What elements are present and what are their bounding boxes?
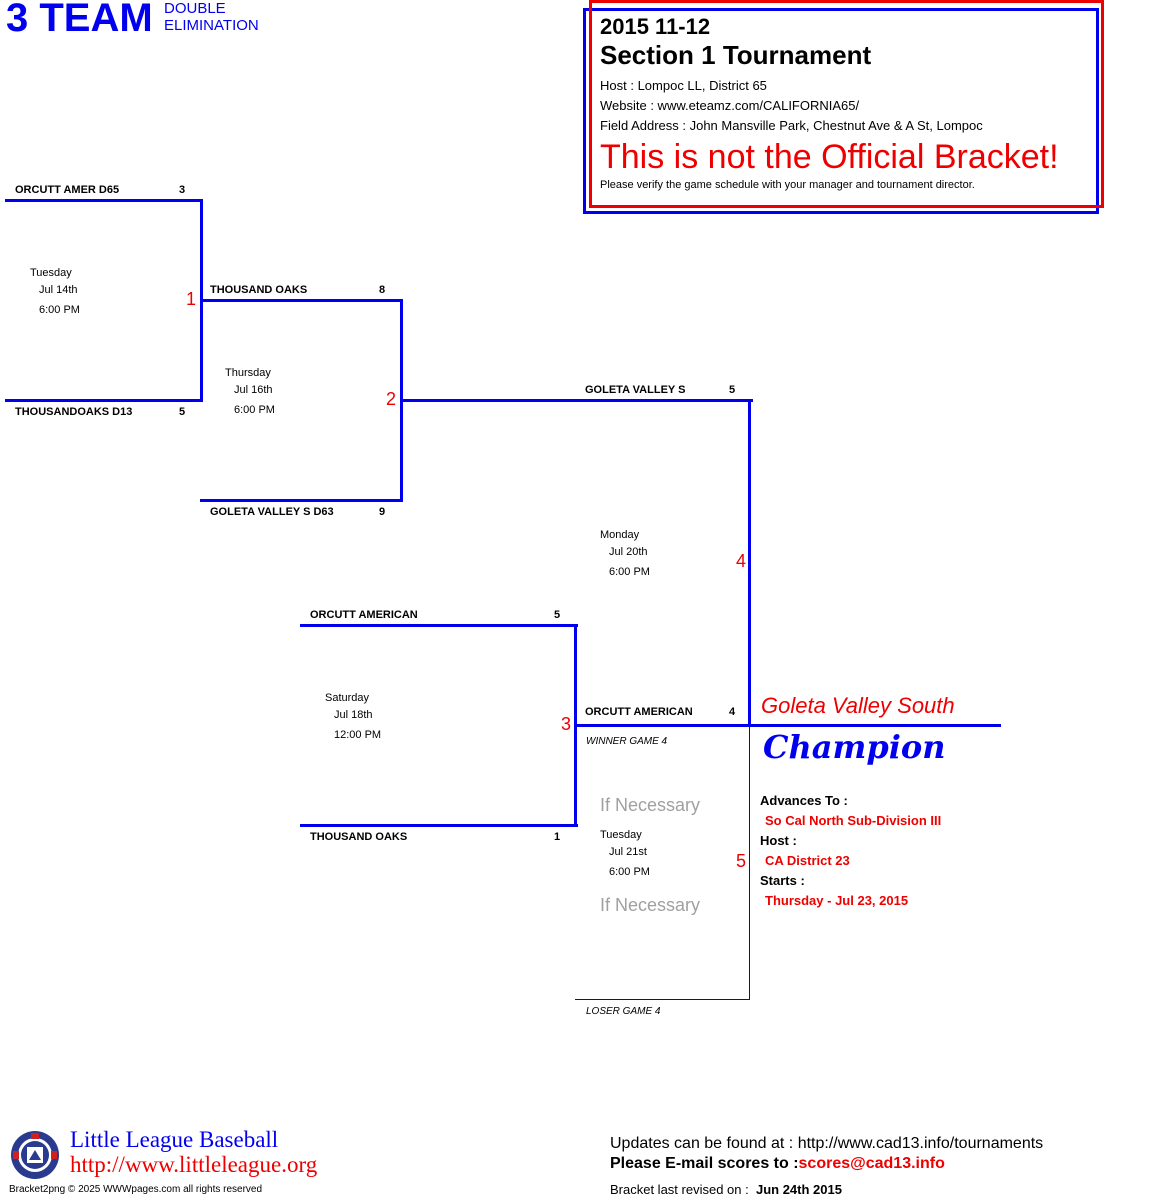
format-line2: ELIMINATION (164, 17, 259, 34)
verify-notice: Please verify the game schedule with you… (600, 179, 975, 191)
little-league-logo-icon (10, 1130, 60, 1180)
game1-top-score: 3 (179, 184, 186, 196)
game4-day: Monday (600, 529, 640, 541)
game5-time: 6:00 PM (609, 866, 650, 878)
tournament-website[interactable]: Website : www.eteamz.com/CALIFORNIA65/ (600, 98, 860, 113)
tournament-year: 2015 11-12 (600, 14, 711, 39)
game3-day: Saturday (325, 692, 370, 704)
little-league-title: Little League Baseball (70, 1127, 279, 1152)
game3-number: 3 (561, 714, 572, 734)
champion-team: Goleta Valley South (761, 693, 955, 718)
game5-connector (749, 727, 750, 1000)
game2-number: 2 (386, 389, 397, 409)
game4-connector (748, 399, 751, 727)
game5-if-necessary-bottom: If Necessary (600, 895, 701, 915)
game1-top-team: ORCUTT AMER D65 (15, 184, 120, 196)
advances-value: So Cal North Sub-Division III (765, 813, 942, 828)
game2-top-score: 8 (379, 284, 386, 296)
team-count-title: 3 TEAM (6, 0, 153, 40)
starts-value: Thursday - Jul 23, 2015 (765, 893, 909, 908)
next-host-label: Host : (760, 833, 797, 848)
game2-time: 6:00 PM (234, 404, 275, 416)
game5-bottom-line (575, 999, 750, 1000)
game2-bottom-team: GOLETA VALLEY S D63 (210, 506, 334, 518)
email-label: Please E-mail scores to : (610, 1155, 799, 1172)
champion-label: Champion (763, 728, 946, 766)
game2-bottom-score: 9 (379, 506, 386, 518)
revised-label: Bracket last revised on : (610, 1182, 749, 1197)
game3-top-score: 5 (554, 609, 561, 621)
game4-number: 4 (736, 551, 747, 571)
game3-bottom-line (300, 824, 578, 827)
revised-line: Bracket last revised on : Jun 24th 2015 (610, 1182, 842, 1197)
game2-bottom-line (200, 499, 403, 502)
game5-bottom-note: LOSER GAME 4 (586, 1006, 661, 1017)
game3-time: 12:00 PM (334, 729, 382, 741)
game4-bottom-line (574, 724, 1001, 727)
game5-top-note: WINNER GAME 4 (586, 736, 668, 747)
game1-bottom-score: 5 (179, 406, 186, 418)
game1-bottom-team: THOUSANDOAKS D13 (15, 406, 133, 418)
game3-bottom-team: THOUSAND OAKS (310, 831, 408, 843)
game5-if-necessary-top: If Necessary (600, 795, 701, 815)
format-line1: DOUBLE (164, 0, 226, 17)
game1-time: 6:00 PM (39, 304, 80, 316)
game2-day: Thursday (225, 367, 271, 379)
tournament-host: Host : Lompoc LL, District 65 (600, 78, 767, 93)
game4-bottom-team: ORCUTT AMERICAN (585, 706, 693, 718)
updates-link[interactable]: Updates can be found at : http://www.cad… (610, 1135, 1044, 1152)
game4-top-line (400, 399, 753, 402)
game4-top-score: 5 (729, 384, 736, 396)
tournament-title: Section 1 Tournament (600, 40, 872, 70)
starts-label: Starts : (760, 873, 805, 888)
game3-top-team: ORCUTT AMERICAN (310, 609, 418, 621)
game4-time: 6:00 PM (609, 566, 650, 578)
email-address[interactable]: scores@cad13.info (798, 1155, 945, 1172)
tournament-field-address: Field Address : John Mansville Park, Che… (600, 118, 983, 133)
copyright-notice: Bracket2png © 2025 WWWpages.com all righ… (9, 1184, 263, 1195)
unofficial-warning: This is not the Official Bracket! (600, 138, 1059, 176)
game1-number: 1 (186, 289, 197, 309)
advances-label: Advances To : (760, 793, 848, 808)
game4-date: Jul 20th (609, 546, 648, 558)
game2-top-line (200, 299, 403, 302)
game1-day: Tuesday (30, 267, 72, 279)
revised-date: Jun 24th 2015 (755, 1182, 842, 1197)
info-box-border-red (589, 0, 1104, 208)
info-box-border-blue (583, 8, 1099, 214)
game4-top-team: GOLETA VALLEY S (585, 384, 686, 396)
game5-number: 5 (736, 851, 747, 871)
game3-top-line (300, 624, 578, 627)
game3-bottom-score: 1 (554, 831, 561, 843)
game5-date: Jul 21st (609, 846, 647, 858)
game1-date: Jul 14th (39, 284, 78, 296)
game2-top-team: THOUSAND OAKS (210, 284, 308, 296)
next-host-value: CA District 23 (765, 853, 850, 868)
game1-top-line (5, 199, 203, 202)
game3-date: Jul 18th (334, 709, 373, 721)
game5-day: Tuesday (600, 829, 642, 841)
email-line: Please E-mail scores to :scores@cad13.in… (610, 1155, 945, 1173)
game4-bottom-score: 4 (729, 706, 736, 718)
game1-bottom-line (5, 399, 203, 402)
game2-date: Jul 16th (234, 384, 273, 396)
little-league-url[interactable]: http://www.littleleague.org (70, 1152, 318, 1177)
